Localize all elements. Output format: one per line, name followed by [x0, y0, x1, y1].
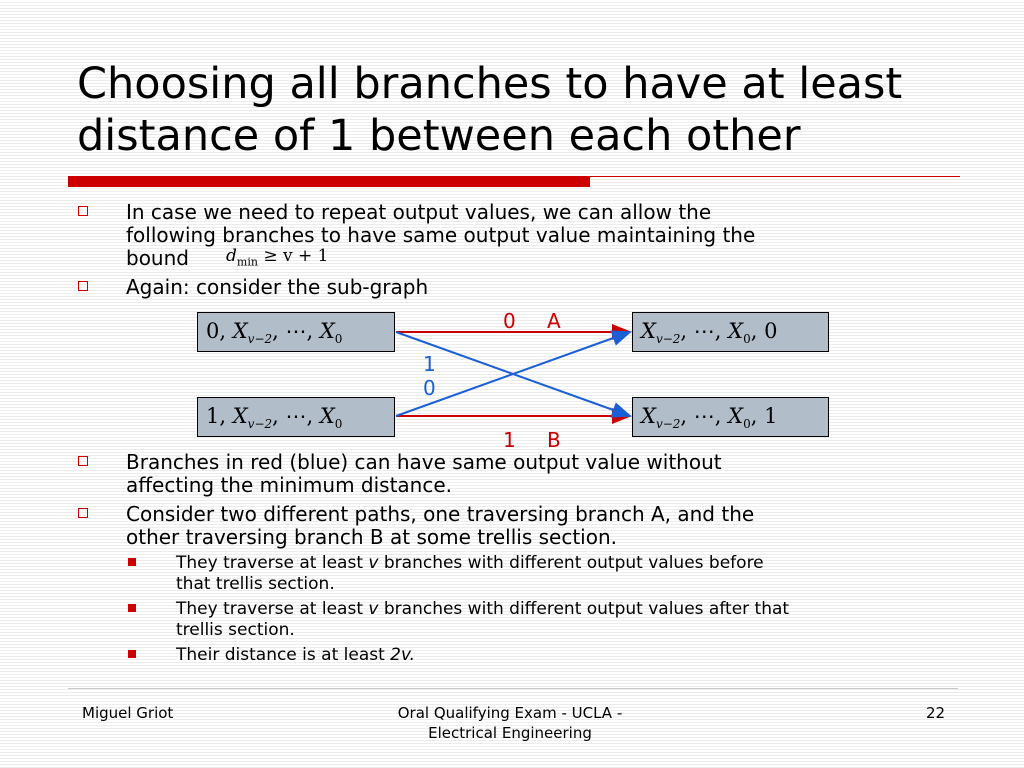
branch-b-output-label: 1: [503, 428, 516, 452]
hollow-square-bullet-icon: [78, 281, 88, 291]
title-underline-rule: [590, 176, 960, 177]
hollow-square-bullet-icon: [78, 206, 88, 216]
cross-branch-label-0: 0: [423, 376, 436, 400]
branch-a-name-label: A: [547, 309, 561, 333]
bullet-1-line-1: In case we need to repeat output values,…: [126, 200, 712, 224]
footer-divider: [68, 688, 958, 689]
bullet-3-line-2: affecting the minimum distance.: [126, 473, 453, 497]
filled-square-bullet-icon: [128, 650, 136, 658]
bullet-1-line-3: bound: [126, 246, 189, 270]
slide-title: Choosing all branches to have at least d…: [77, 59, 903, 161]
filled-square-bullet-icon: [128, 604, 136, 612]
state-box-right-bottom: Xv−2, ⋯, X0, 1: [632, 397, 829, 437]
bullet-3-line-1: Branches in red (blue) can have same out…: [126, 450, 722, 474]
hollow-square-bullet-icon: [78, 508, 88, 518]
slide-number: 22: [926, 704, 946, 722]
cross-blue-arrow-up: [395, 330, 632, 417]
footer-event-line-1: Oral Qualifying Exam - UCLA -: [397, 704, 623, 722]
state-box-left-bottom: 1, Xv−2, ⋯, X0: [197, 397, 395, 437]
sub-bullet-2-line-1: They traverse at least v branches with d…: [176, 599, 790, 619]
cross-branch-label-1: 1: [423, 352, 436, 376]
title-underline-bar: [68, 176, 590, 187]
state-box-left-top: 0, Xv−2, ⋯, X0: [197, 312, 395, 352]
sub-bullet-2-line-2: trellis section.: [176, 620, 295, 640]
bullet-4-line-1: Consider two different paths, one traver…: [126, 502, 755, 526]
footer-event-line-2: Electrical Engineering: [428, 724, 592, 742]
branch-a-output-label: 0: [503, 309, 516, 333]
sub-bullet-1-line-2: that trellis section.: [176, 574, 335, 594]
bullet-4-line-2: other traversing branch B at some trelli…: [126, 525, 618, 549]
footer-event: Oral Qualifying Exam - UCLA - Electrical…: [360, 703, 660, 743]
bullet-1-line-2: following branches to have same output v…: [126, 223, 756, 247]
hollow-square-bullet-icon: [78, 456, 88, 466]
sub-bullet-1-line-1: They traverse at least v branches with d…: [176, 553, 764, 573]
filled-square-bullet-icon: [128, 558, 136, 566]
bullet-2-line-1: Again: consider the sub-graph: [126, 275, 429, 299]
sub-bullet-3-line-1: Their distance is at least 2v.: [176, 645, 416, 665]
footer-author: Miguel Griot: [82, 704, 174, 722]
state-box-right-top: Xv−2, ⋯, X0, 0: [632, 312, 829, 352]
branch-b-name-label: B: [547, 428, 561, 452]
dmin-formula: dmin ≥ v + 1: [226, 246, 329, 269]
